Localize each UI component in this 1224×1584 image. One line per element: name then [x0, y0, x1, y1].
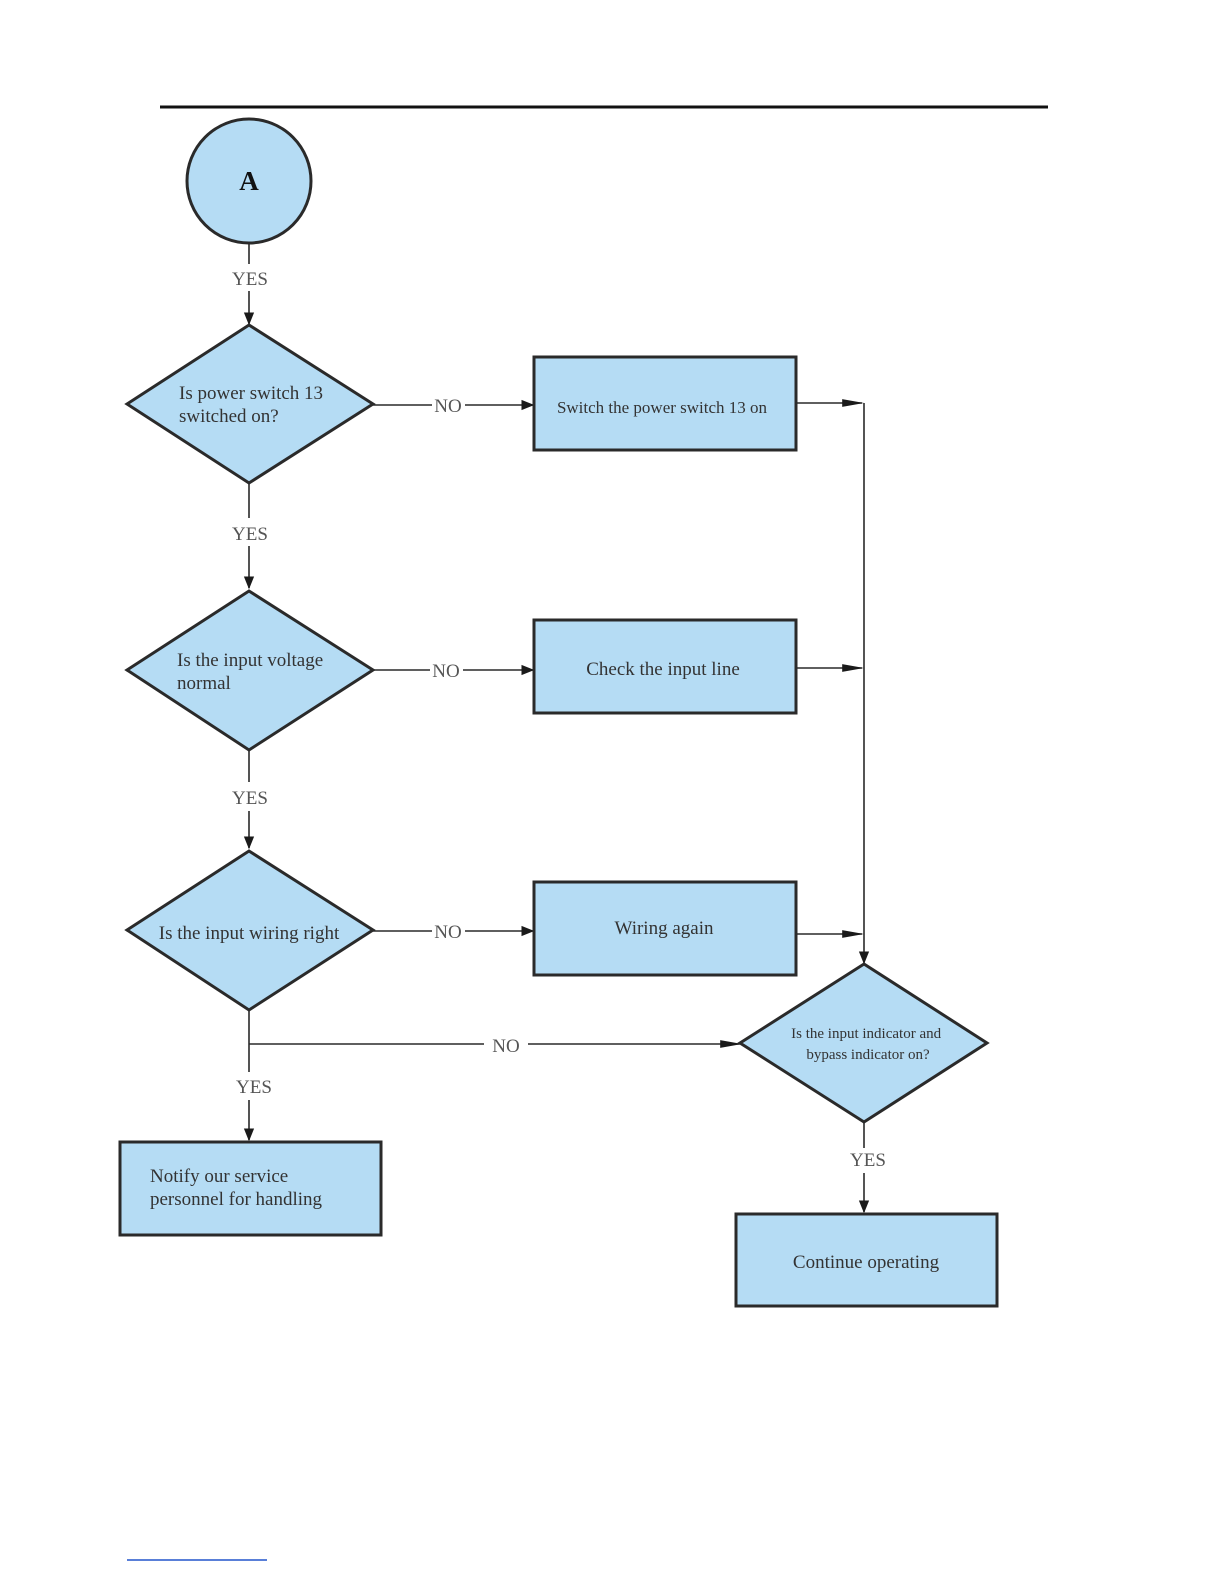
action-continue-operating: Continue operating	[736, 1214, 997, 1306]
action-switch-power-on: Switch the power switch 13 on	[534, 357, 796, 450]
edge-label-power-yes: YES	[232, 524, 268, 545]
action-check-input-line: Check the input line	[534, 620, 796, 713]
edge-label-wiring-yes: YES	[236, 1077, 272, 1098]
decision-indicators: Is the input indicator and bypass indica…	[740, 964, 987, 1122]
start-node-label: A	[239, 166, 259, 196]
edge-label-a-yes: YES	[232, 269, 268, 290]
action-check-input-line-text: Check the input line	[586, 659, 740, 680]
edge-label-indicators-yes: YES	[850, 1150, 886, 1171]
edge-label-voltage-yes: YES	[232, 788, 268, 809]
action-notify-service: Notify our service personnel for handlin…	[120, 1142, 381, 1235]
start-node-a: A	[187, 119, 311, 243]
decision-power-switch: Is power switch 13 switched on?	[127, 325, 373, 483]
action-wiring-again-text: Wiring again	[615, 918, 714, 939]
edge-label-voltage-no: NO	[432, 661, 459, 682]
action-continue-operating-text: Continue operating	[793, 1252, 940, 1273]
action-switch-power-on-text: Switch the power switch 13 on	[557, 398, 768, 417]
decision-input-wiring-text: Is the input wiring right	[159, 923, 340, 944]
edge-label-wiring-branch-no: NO	[492, 1036, 519, 1057]
action-wiring-again: Wiring again	[534, 882, 796, 975]
edge-label-wiring-no: NO	[434, 922, 461, 943]
decision-input-wiring: Is the input wiring right	[127, 851, 373, 1010]
decision-input-voltage: Is the input voltage normal	[127, 591, 373, 750]
edge-label-power-no: NO	[434, 396, 461, 417]
